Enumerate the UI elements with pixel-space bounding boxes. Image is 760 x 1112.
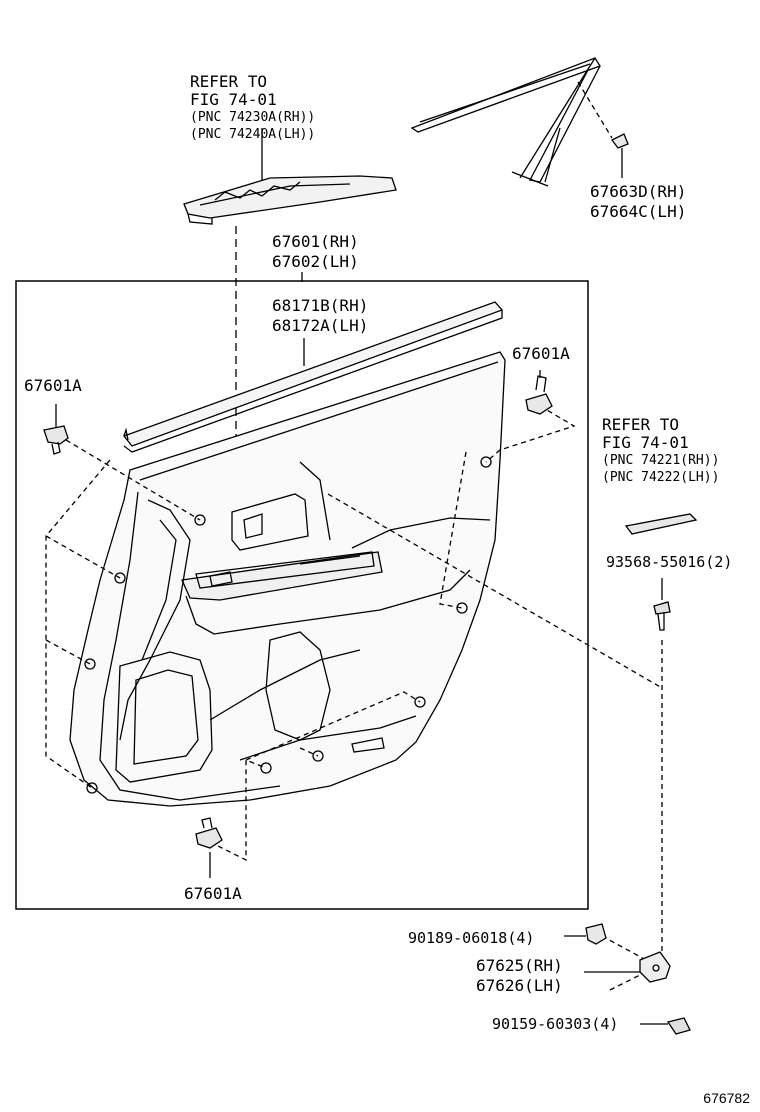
- nut-90189-label[interactable]: 90189-06018(4): [408, 929, 535, 947]
- clip-67601a-bottom-label[interactable]: 67601A: [184, 884, 242, 903]
- screw-90159-label[interactable]: 90159-60303(4): [492, 1015, 619, 1033]
- nut-90189-icon: [585, 923, 607, 945]
- refer-right-line4: (PNC 74222(LH)): [602, 470, 720, 485]
- armrest-pad-icon: [624, 513, 698, 535]
- door-trim-panel-drawing: [69, 351, 506, 807]
- part-67663d-label[interactable]: 67663D(RH): [590, 182, 687, 201]
- screw-93568-label[interactable]: 93568-55016(2): [606, 553, 733, 571]
- panel-clip-holes: [84, 456, 492, 794]
- refer-top-line1: REFER TO: [190, 72, 268, 91]
- clip-67601a-right-label[interactable]: 67601A: [512, 344, 570, 363]
- clip-67663-icon: [611, 133, 629, 149]
- refer-right-line2: FIG 74-01: [602, 433, 689, 452]
- part-67602-label[interactable]: 67602(LH): [272, 252, 359, 271]
- figure-number: 676782: [703, 1090, 750, 1106]
- part-68172a-label[interactable]: 68172A(LH): [272, 316, 369, 335]
- clip-67601a-right-icon: [525, 375, 553, 415]
- leader-window-clip: [577, 81, 613, 139]
- part-67625-label[interactable]: 67625(RH): [476, 956, 563, 975]
- part-67626-label[interactable]: 67626(LH): [476, 976, 563, 995]
- refer-top-line3: (PNC 74230A(RH)): [190, 110, 316, 125]
- window-frame-drawing: [410, 57, 601, 187]
- clip-67601a-bottom-icon: [195, 817, 223, 849]
- part-67601-label[interactable]: 67601(RH): [272, 232, 359, 251]
- refer-right-line1: REFER TO: [602, 415, 680, 434]
- part-67664c-label[interactable]: 67664C(LH): [590, 202, 687, 221]
- screw-90159-icon: [666, 1017, 691, 1035]
- screw-93568-icon: [653, 601, 671, 631]
- refer-right-line3: (PNC 74221(RH)): [602, 453, 720, 468]
- part-68171b-label[interactable]: 68171B(RH): [272, 296, 369, 315]
- clip-dashed-leaders: [45, 405, 663, 991]
- refer-top-line4: (PNC 74240A(LH)): [190, 127, 316, 142]
- weatherstrip-drawing: [122, 301, 504, 453]
- clip-67601a-left-label[interactable]: 67601A: [24, 376, 82, 395]
- clip-67601a-left-icon: [43, 425, 69, 455]
- refer-top-line2: FIG 74-01: [190, 90, 277, 109]
- bracket-67625-icon: [639, 951, 671, 983]
- switch-bezel-drawing: [183, 175, 397, 225]
